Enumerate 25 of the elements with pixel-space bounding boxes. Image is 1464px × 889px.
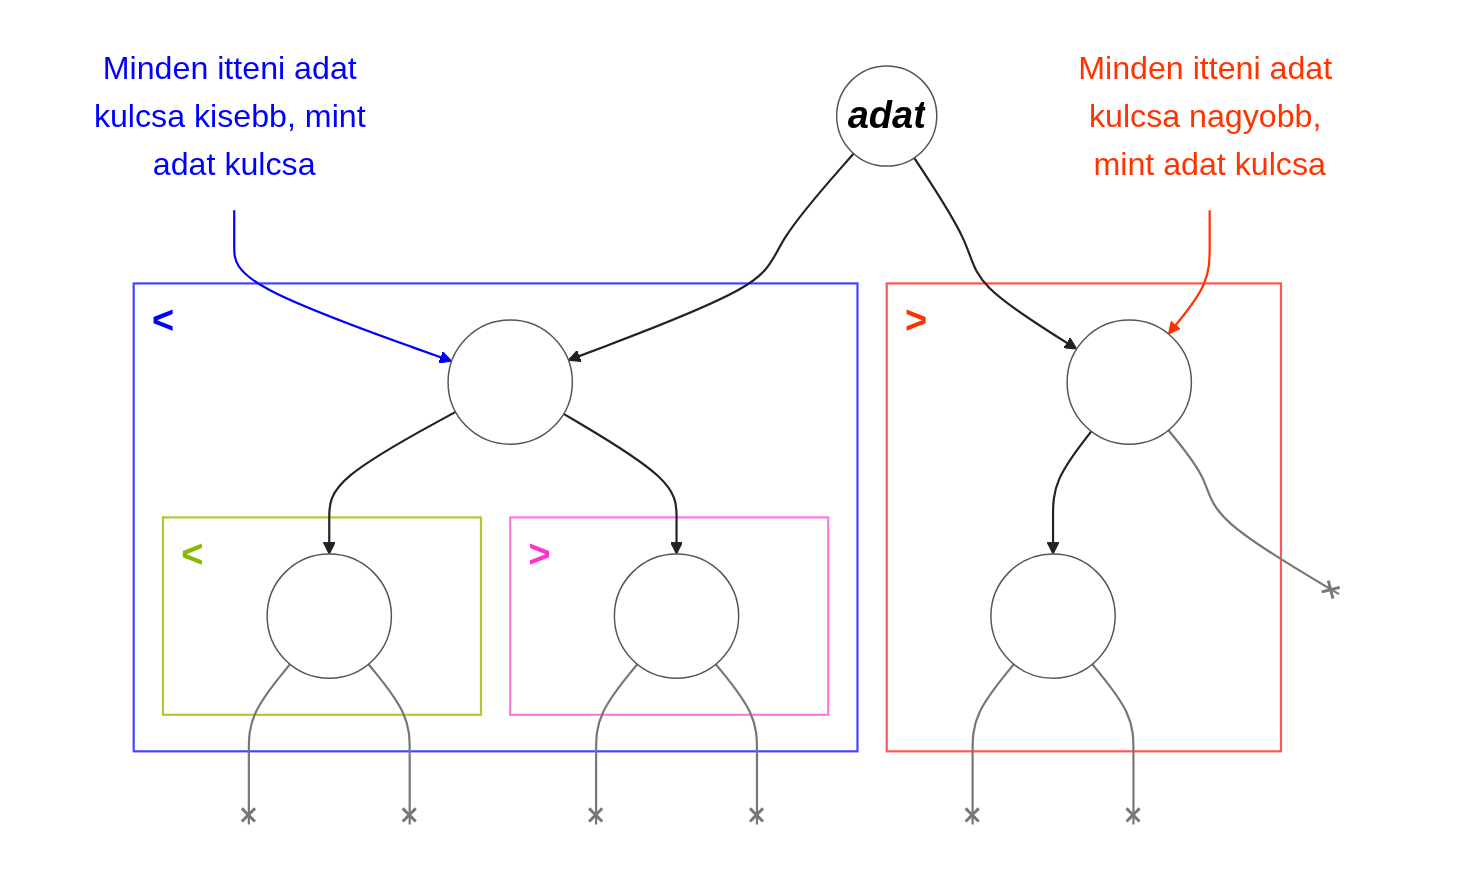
node-text: Minden itteni adat kulcsa nagyobb, mint adat kulcsa xyxy=(1078,48,1333,183)
connector xyxy=(367,663,418,824)
node-circle xyxy=(613,552,740,679)
arrow xyxy=(567,152,855,362)
node-circle: adat xyxy=(835,64,938,167)
connector xyxy=(964,663,1015,824)
node-circle xyxy=(1066,318,1193,445)
arrow xyxy=(1046,430,1093,554)
arrow xyxy=(233,209,453,363)
connector xyxy=(714,663,765,824)
node-circle xyxy=(447,318,574,445)
connector xyxy=(587,663,639,824)
connector xyxy=(240,663,291,824)
node-circle xyxy=(990,552,1116,679)
node-circle xyxy=(266,552,393,679)
cluster: < xyxy=(161,515,483,716)
arrow xyxy=(563,412,683,554)
node-text: Minden itteni adat kulcsa kisebb, mint adat kulcsa xyxy=(93,48,366,183)
arrow xyxy=(913,156,1078,350)
cluster: > xyxy=(509,515,830,716)
cluster: > xyxy=(885,281,1283,752)
connector xyxy=(1167,429,1342,600)
arrow xyxy=(1167,209,1211,335)
connector xyxy=(1091,663,1142,824)
arrow xyxy=(322,410,457,554)
